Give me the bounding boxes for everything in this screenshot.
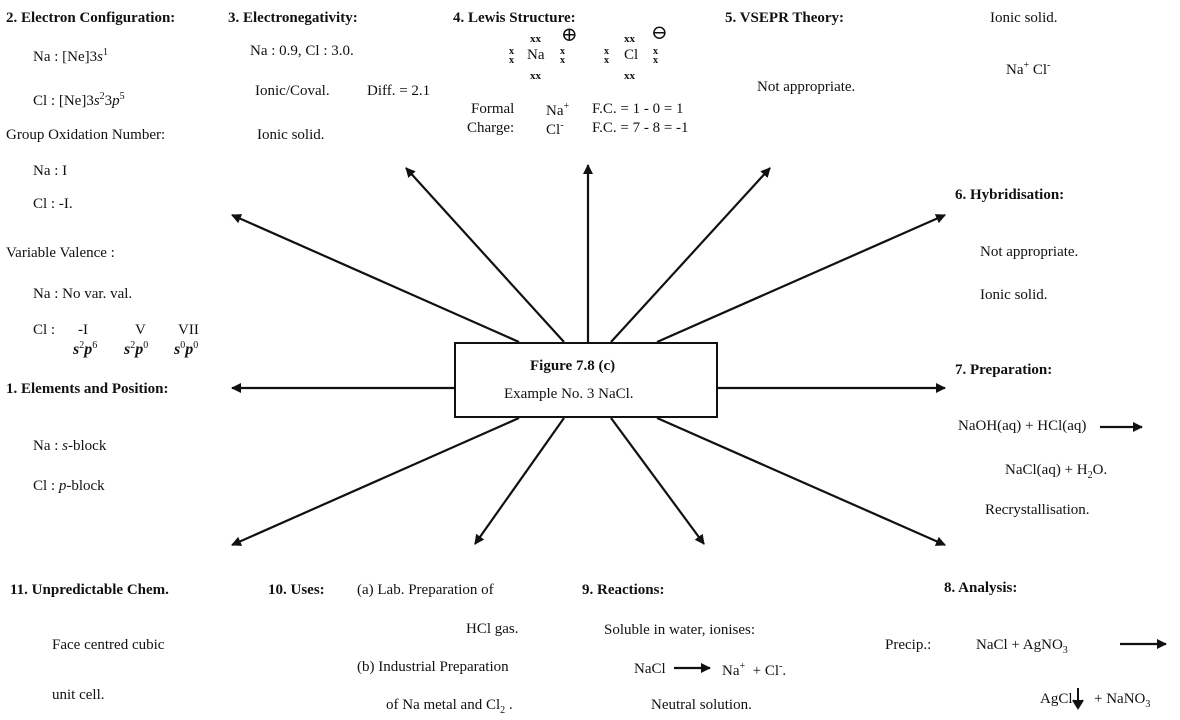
precip-label: Precip.: [885, 637, 932, 653]
na-config: Na : [Ne]3s1 [33, 47, 108, 65]
unpredictable-heading: 11. Unpredictable Chem. [10, 582, 169, 598]
lewis-heading: 4. Lewis Structure: [453, 10, 576, 26]
lewis-cl: Cl [624, 47, 639, 63]
recrystallisation: Recrystallisation. [985, 502, 1090, 518]
lewis-na: Na [527, 47, 545, 63]
preparation-eq1: NaOH(aq) + HCl(aq) [958, 418, 1087, 434]
reactions-line1: Soluble in water, ionises: [604, 622, 756, 638]
cl-valence-3: VII [178, 322, 199, 338]
arrow-to-uses [474, 417, 565, 545]
minus-charge-icon: ⊖ [651, 22, 668, 44]
uses-b1: (b) Industrial Preparation [357, 659, 509, 675]
cl-oxidation: Cl : -I. [33, 196, 73, 212]
electronegativity-diff: Diff. = 2.1 [367, 83, 431, 99]
cl-pair-top: xx [624, 33, 635, 45]
preparation-eq2: NaCl(aq) + H2O. [1005, 462, 1108, 481]
uses-heading: 10. Uses: [268, 582, 325, 598]
analysis-eq1: NaCl + AgNO3 [976, 637, 1068, 656]
charge-label: Charge: [467, 120, 515, 136]
arrow-to-unpredictable [231, 416, 520, 547]
unpredictable-line1: Face centred cubic [52, 637, 165, 653]
na-oxidation: Na : I [33, 163, 68, 179]
formal-label: Formal [471, 101, 515, 117]
hybridisation-line2: Ionic solid. [980, 287, 1048, 303]
cl-config-3: s0p0 [174, 340, 199, 358]
elements-heading: 1. Elements and Position: [6, 381, 169, 397]
na-block: Na : s-block [33, 438, 107, 454]
vsepr-heading: 5. VSEPR Theory: [725, 10, 845, 26]
vsepr-body: Not appropriate. [757, 79, 856, 95]
arrow-to-hybridisation [656, 213, 946, 344]
plus-charge-icon: ⊕ [561, 24, 578, 46]
cl-formal-charge: F.C. = 7 - 8 = -1 [592, 120, 689, 136]
neutral-solution: Neutral solution. [651, 697, 752, 713]
electronegativity-heading: 3. Electronegativity: [228, 10, 358, 26]
ionic-coval-label: Ionic/Coval. [255, 83, 330, 99]
arrow-to-electron-config [231, 213, 520, 344]
uses-b2: of Na metal and Cl2 . [386, 697, 513, 716]
na-ion: Na+ [546, 101, 570, 119]
reactions-eq-ions: Na+ + Cl-. [722, 661, 787, 679]
reactions-heading: 9. Reactions: [582, 582, 665, 598]
arrow-to-analysis [656, 416, 946, 547]
center-box [454, 342, 718, 418]
na-variable-valence: Na : No var. val. [33, 286, 133, 302]
cl-config: Cl : [Ne]3s23p5 [33, 91, 125, 109]
uses-a1: (a) Lab. Preparation of [357, 582, 494, 598]
analysis-eq2-agcl: AgCl [1040, 691, 1073, 707]
cl-ion: Cl- [546, 120, 564, 138]
analysis-heading: 8. Analysis: [944, 580, 1018, 596]
figure-title: Figure 7.8 (c) [530, 358, 616, 374]
arrow-to-electronegativity [405, 167, 565, 343]
na-pair-top: xx [530, 33, 541, 45]
reactions-eq-nacl: NaCl [634, 661, 666, 677]
hybridisation-line1: Not appropriate. [980, 244, 1079, 260]
group-oxidation-heading: Group Oxidation Number: [6, 127, 166, 143]
cl-config-1: s2p6 [73, 340, 98, 358]
preparation-heading: 7. Preparation: [955, 362, 1053, 378]
na-formal-charge: F.C. = 1 - 0 = 1 [592, 101, 684, 117]
cl-variable-valence-label: Cl : [33, 322, 56, 338]
electron-config-heading: 2. Electron Configuration: [6, 10, 176, 26]
arrow-to-vsepr [610, 167, 771, 343]
hybridisation-heading: 6. Hybridisation: [955, 187, 1065, 203]
arrow-to-reactions [610, 417, 705, 545]
nacl-ions: Na+ Cl- [1006, 60, 1051, 78]
uses-a2: HCl gas. [466, 621, 519, 637]
na-pair-bottom: xx [530, 70, 541, 82]
cl-config-2: s2p0 [124, 340, 149, 358]
electronegativity-result: Ionic solid. [257, 127, 325, 143]
cl-valence-1: -I [78, 322, 88, 338]
variable-valence-heading: Variable Valence : [6, 245, 115, 261]
cl-pair-bottom: xx [624, 70, 635, 82]
analysis-eq2-nano3: + NaNO3 [1094, 691, 1151, 710]
electronegativity-values: Na : 0.9, Cl : 3.0. [250, 43, 354, 59]
ionic-solid-note: Ionic solid. [990, 10, 1058, 26]
figure-subtitle: Example No. 3 NaCl. [504, 386, 634, 402]
unpredictable-line2: unit cell. [52, 687, 105, 703]
cl-block: Cl : p-block [33, 478, 105, 494]
cl-valence-2: V [135, 322, 146, 338]
